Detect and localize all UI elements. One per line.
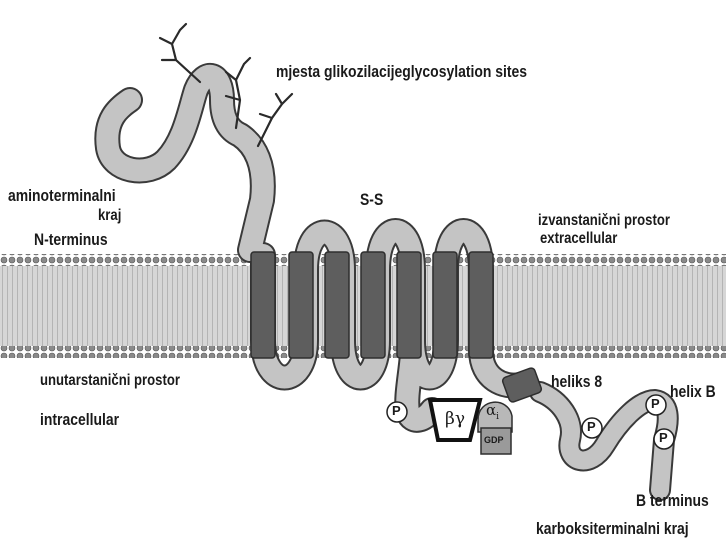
intracellular-hr-label: unutarstanični prostor — [40, 372, 180, 390]
glycan-3-icon — [258, 94, 292, 146]
n-terminus-label: N-terminus — [34, 230, 108, 250]
carboxyterminal-label: karboksiterminalni kraj — [536, 519, 689, 539]
phospho-label-2: P — [587, 419, 596, 434]
helix-b-label: helix B — [670, 382, 716, 402]
phospho-label-3: P — [651, 396, 660, 411]
tm-helix-7 — [469, 252, 493, 358]
tm-helix-5 — [397, 252, 421, 358]
tm-helix-3 — [325, 252, 349, 358]
tm-helix-1 — [251, 252, 275, 358]
aminoterminal-kraj-label: kraj — [98, 207, 121, 225]
phospho-label-1: P — [392, 403, 401, 418]
gdp-label: GDP — [484, 435, 504, 445]
aminoterminal-label: aminoterminalni — [8, 186, 116, 206]
extracellular-hr-label: izvanstanični prostor — [538, 212, 670, 230]
intracellular-en-label: intracellular — [40, 410, 119, 430]
g-protein — [430, 400, 512, 454]
extracellular-en-label: extracellular — [540, 230, 617, 248]
tm-helix-6 — [433, 252, 457, 358]
phospho-label-4: P — [659, 430, 668, 445]
disulfide-label: S-S — [360, 190, 383, 210]
glycosylation-sites-label: mjesta glikozilacijeglycosylation sites — [276, 62, 527, 82]
alpha-label: αi — [486, 401, 499, 422]
tm-helix-4 — [361, 252, 385, 358]
tm-helix-2 — [289, 252, 313, 358]
beta-gamma-label: βγ — [445, 409, 465, 429]
b-terminus-label: B terminus — [636, 491, 709, 511]
helix-8-label: heliks 8 — [551, 372, 602, 392]
